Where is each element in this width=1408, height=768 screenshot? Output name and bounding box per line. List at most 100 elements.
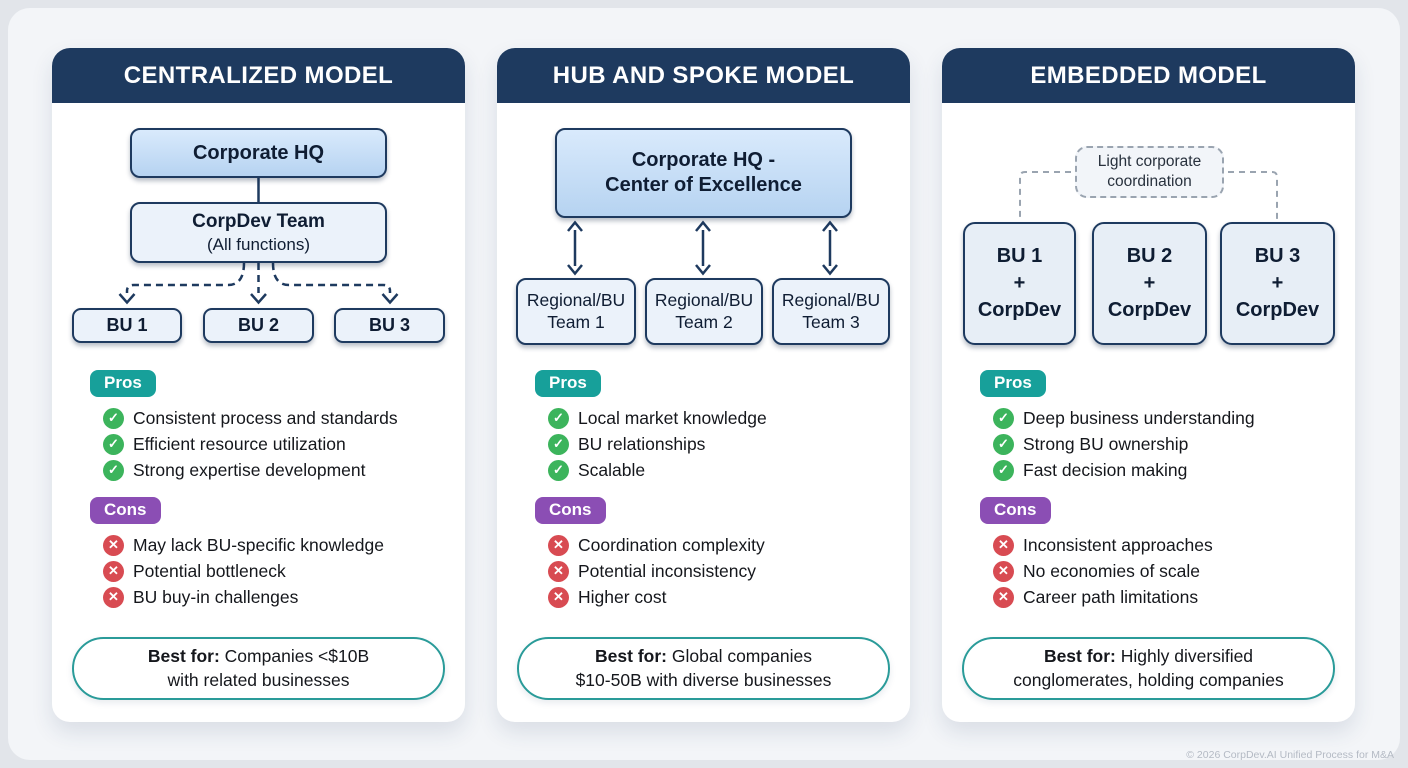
- item-text: Inconsistent approaches: [1023, 534, 1213, 555]
- check-circle-icon: ✓: [993, 407, 1014, 429]
- check-circle-icon: ✓: [548, 459, 569, 481]
- pro-item: ✓Strong BU ownership: [993, 431, 1355, 457]
- cons-list: ✕ Inconsistent approaches ✕ No economies of…: [993, 532, 1355, 610]
- hq-coe-line2: Center of Excellence: [605, 174, 802, 196]
- corpdev-team-subtitle: (All functions): [207, 234, 310, 254]
- pros-badge: Pros: [980, 370, 1046, 397]
- pros-badge: Pros: [90, 370, 156, 397]
- item-text: BU buy-in challenges: [133, 586, 299, 607]
- con-item: ✕Higher cost: [548, 584, 910, 610]
- team1-line2: Team 1: [547, 311, 605, 332]
- bu3-line1: BU 3: [1254, 245, 1301, 267]
- con-item: ✕BU buy-in challenges: [103, 584, 465, 610]
- x-circle-icon: ✕: [103, 534, 124, 556]
- check-circle-icon: ✓: [103, 433, 124, 455]
- corpdev-team-box: CorpDev Team (All functions): [130, 202, 387, 263]
- item-text: Strong BU ownership: [1023, 433, 1189, 454]
- check-circle-icon: ✓: [548, 433, 569, 455]
- corporate-hq-label: Corporate HQ: [192, 141, 325, 164]
- best-for-text1: Highly diversified: [1120, 646, 1254, 667]
- bu2-line1: BU 2: [1126, 245, 1173, 267]
- model-card-embedded: EMBEDDED MODEL Light corporate coordinat…: [942, 48, 1355, 722]
- bu1-corpdev-box: BU 1 + CorpDev: [963, 222, 1076, 345]
- regional-team1-box: Regional/BU Team 1: [516, 278, 636, 345]
- team1-line1: Regional/BU: [526, 289, 626, 310]
- corpdev-team-title: CorpDev Team: [192, 211, 325, 232]
- check-circle-icon: ✓: [548, 407, 569, 429]
- best-for-label: Best for:: [595, 646, 667, 667]
- item-text: May lack BU-specific knowledge: [133, 534, 384, 555]
- team3-line2: Team 3: [802, 311, 860, 332]
- team3-line1: Regional/BU: [781, 289, 881, 310]
- card-header: EMBEDDED MODEL: [942, 48, 1355, 103]
- check-circle-icon: ✓: [993, 459, 1014, 481]
- item-text: Coordination complexity: [578, 534, 765, 555]
- pros-list: ✓Local market knowledge✓BU relationships…: [548, 405, 910, 483]
- hub-and-spoke-org-diagram: Corporate HQ - Center of Excellence Regi…: [497, 103, 910, 358]
- plus-sign: +: [1013, 272, 1026, 294]
- check-circle-icon: ✓: [103, 407, 124, 429]
- pro-item: ✓ Deep business understanding: [993, 405, 1355, 431]
- best-for-text2: with related businesses: [167, 669, 350, 690]
- plus-sign: +: [1271, 272, 1284, 294]
- item-text: Consistent process and standards: [133, 407, 398, 428]
- pro-item: ✓ Fast decision making: [993, 457, 1355, 483]
- bu2-label: BU 2: [237, 315, 279, 336]
- pro-item: ✓ BU relationships: [548, 431, 910, 457]
- bu1-label: BU 1: [106, 315, 148, 336]
- con-item: ✕ Potential bottleneck: [103, 558, 465, 584]
- cons-badge: Cons: [980, 497, 1051, 524]
- bu3-corpdev-box: BU 3 + CorpDev: [1220, 222, 1335, 345]
- item-text: BU relationships: [578, 433, 706, 454]
- item-text: Career path limitations: [1023, 586, 1199, 607]
- item-text: No economies of scale: [1023, 560, 1201, 581]
- card-header: HUB AND SPOKE MODEL: [497, 48, 910, 103]
- pros-list: ✓Deep business understanding✓Strong BU o…: [993, 405, 1355, 483]
- con-item: ✕ Career path limitations: [993, 584, 1355, 610]
- bu3-corpdev-label: CorpDev: [1235, 299, 1320, 321]
- card-header: CENTRALIZED MODEL: [52, 48, 465, 103]
- best-for-text2: $10-50B with diverse businesses: [575, 669, 832, 690]
- best-for-text1: Global companies: [671, 646, 812, 667]
- best-for-pill: Best for: Companies <$10B with related b…: [72, 637, 445, 700]
- hq-coe-line1: Corporate HQ -: [631, 149, 776, 171]
- x-circle-icon: ✕: [993, 534, 1014, 556]
- pro-item: ✓Strong expertise development: [103, 457, 465, 483]
- copyright-text: © 2026 CorpDev.AI Unified Process for M&…: [1186, 749, 1394, 761]
- model-card-hub-and-spoke: HUB AND SPOKE MODEL Corporate HQ - C: [497, 48, 910, 722]
- x-circle-icon: ✕: [103, 560, 124, 582]
- bu1-corpdev-label: CorpDev: [977, 299, 1062, 321]
- centralized-org-diagram: Corporate HQ CorpDev Team (All functions…: [52, 103, 465, 358]
- coordination-line1: Light corporate: [1097, 152, 1202, 170]
- model-cards-row: CENTRALIZED MODEL Corporate HQ CorpDev T…: [52, 48, 1355, 722]
- item-text: Fast decision making: [1023, 459, 1188, 480]
- regional-team3-box: Regional/BU Team 3: [772, 278, 890, 345]
- pros-list: ✓Consistent process and standards✓Effici…: [103, 405, 465, 483]
- item-text: Potential inconsistency: [578, 560, 757, 581]
- light-coordination-box: Light corporate coordination: [1075, 146, 1224, 198]
- best-for-label: Best for:: [1043, 646, 1116, 667]
- check-circle-icon: ✓: [103, 459, 124, 481]
- corporate-hq-coe-box: Corporate HQ - Center of Excellence: [555, 128, 852, 218]
- regional-team2-box: Regional/BU Team 2: [645, 278, 763, 345]
- pro-item: ✓Local market knowledge: [548, 405, 910, 431]
- model-card-centralized: CENTRALIZED MODEL Corporate HQ CorpDev T…: [52, 48, 465, 722]
- item-text: Deep business understanding: [1023, 407, 1255, 428]
- item-text: Potential bottleneck: [133, 560, 286, 581]
- cons-list: ✕Coordination complexity✕Potential incon…: [548, 532, 910, 610]
- bu2-corpdev-label: CorpDev: [1107, 299, 1192, 321]
- pros-cons-section: Pros ✓Deep business understanding✓Strong…: [942, 370, 1355, 610]
- x-circle-icon: ✕: [548, 560, 569, 582]
- card-title: EMBEDDED MODEL: [1030, 61, 1267, 89]
- plus-sign: +: [1143, 272, 1156, 294]
- con-item: ✕ May lack BU-specific knowledge: [103, 532, 465, 558]
- pro-item: ✓ Consistent process and standards: [103, 405, 465, 431]
- best-for-label: Best for:: [147, 646, 220, 667]
- best-for-line1: Best for: Global companies: [595, 645, 812, 668]
- pros-cons-section: Pros ✓Consistent process and standards✓E…: [52, 370, 465, 610]
- x-circle-icon: ✕: [993, 586, 1014, 608]
- item-text: Scalable: [578, 459, 646, 480]
- best-for-text1: Companies <$10B: [224, 646, 370, 667]
- pros-cons-section: Pros ✓Local market knowledge✓BU relation…: [497, 370, 910, 610]
- best-for-pill: Best for: Highly diversified conglomerat…: [962, 637, 1335, 700]
